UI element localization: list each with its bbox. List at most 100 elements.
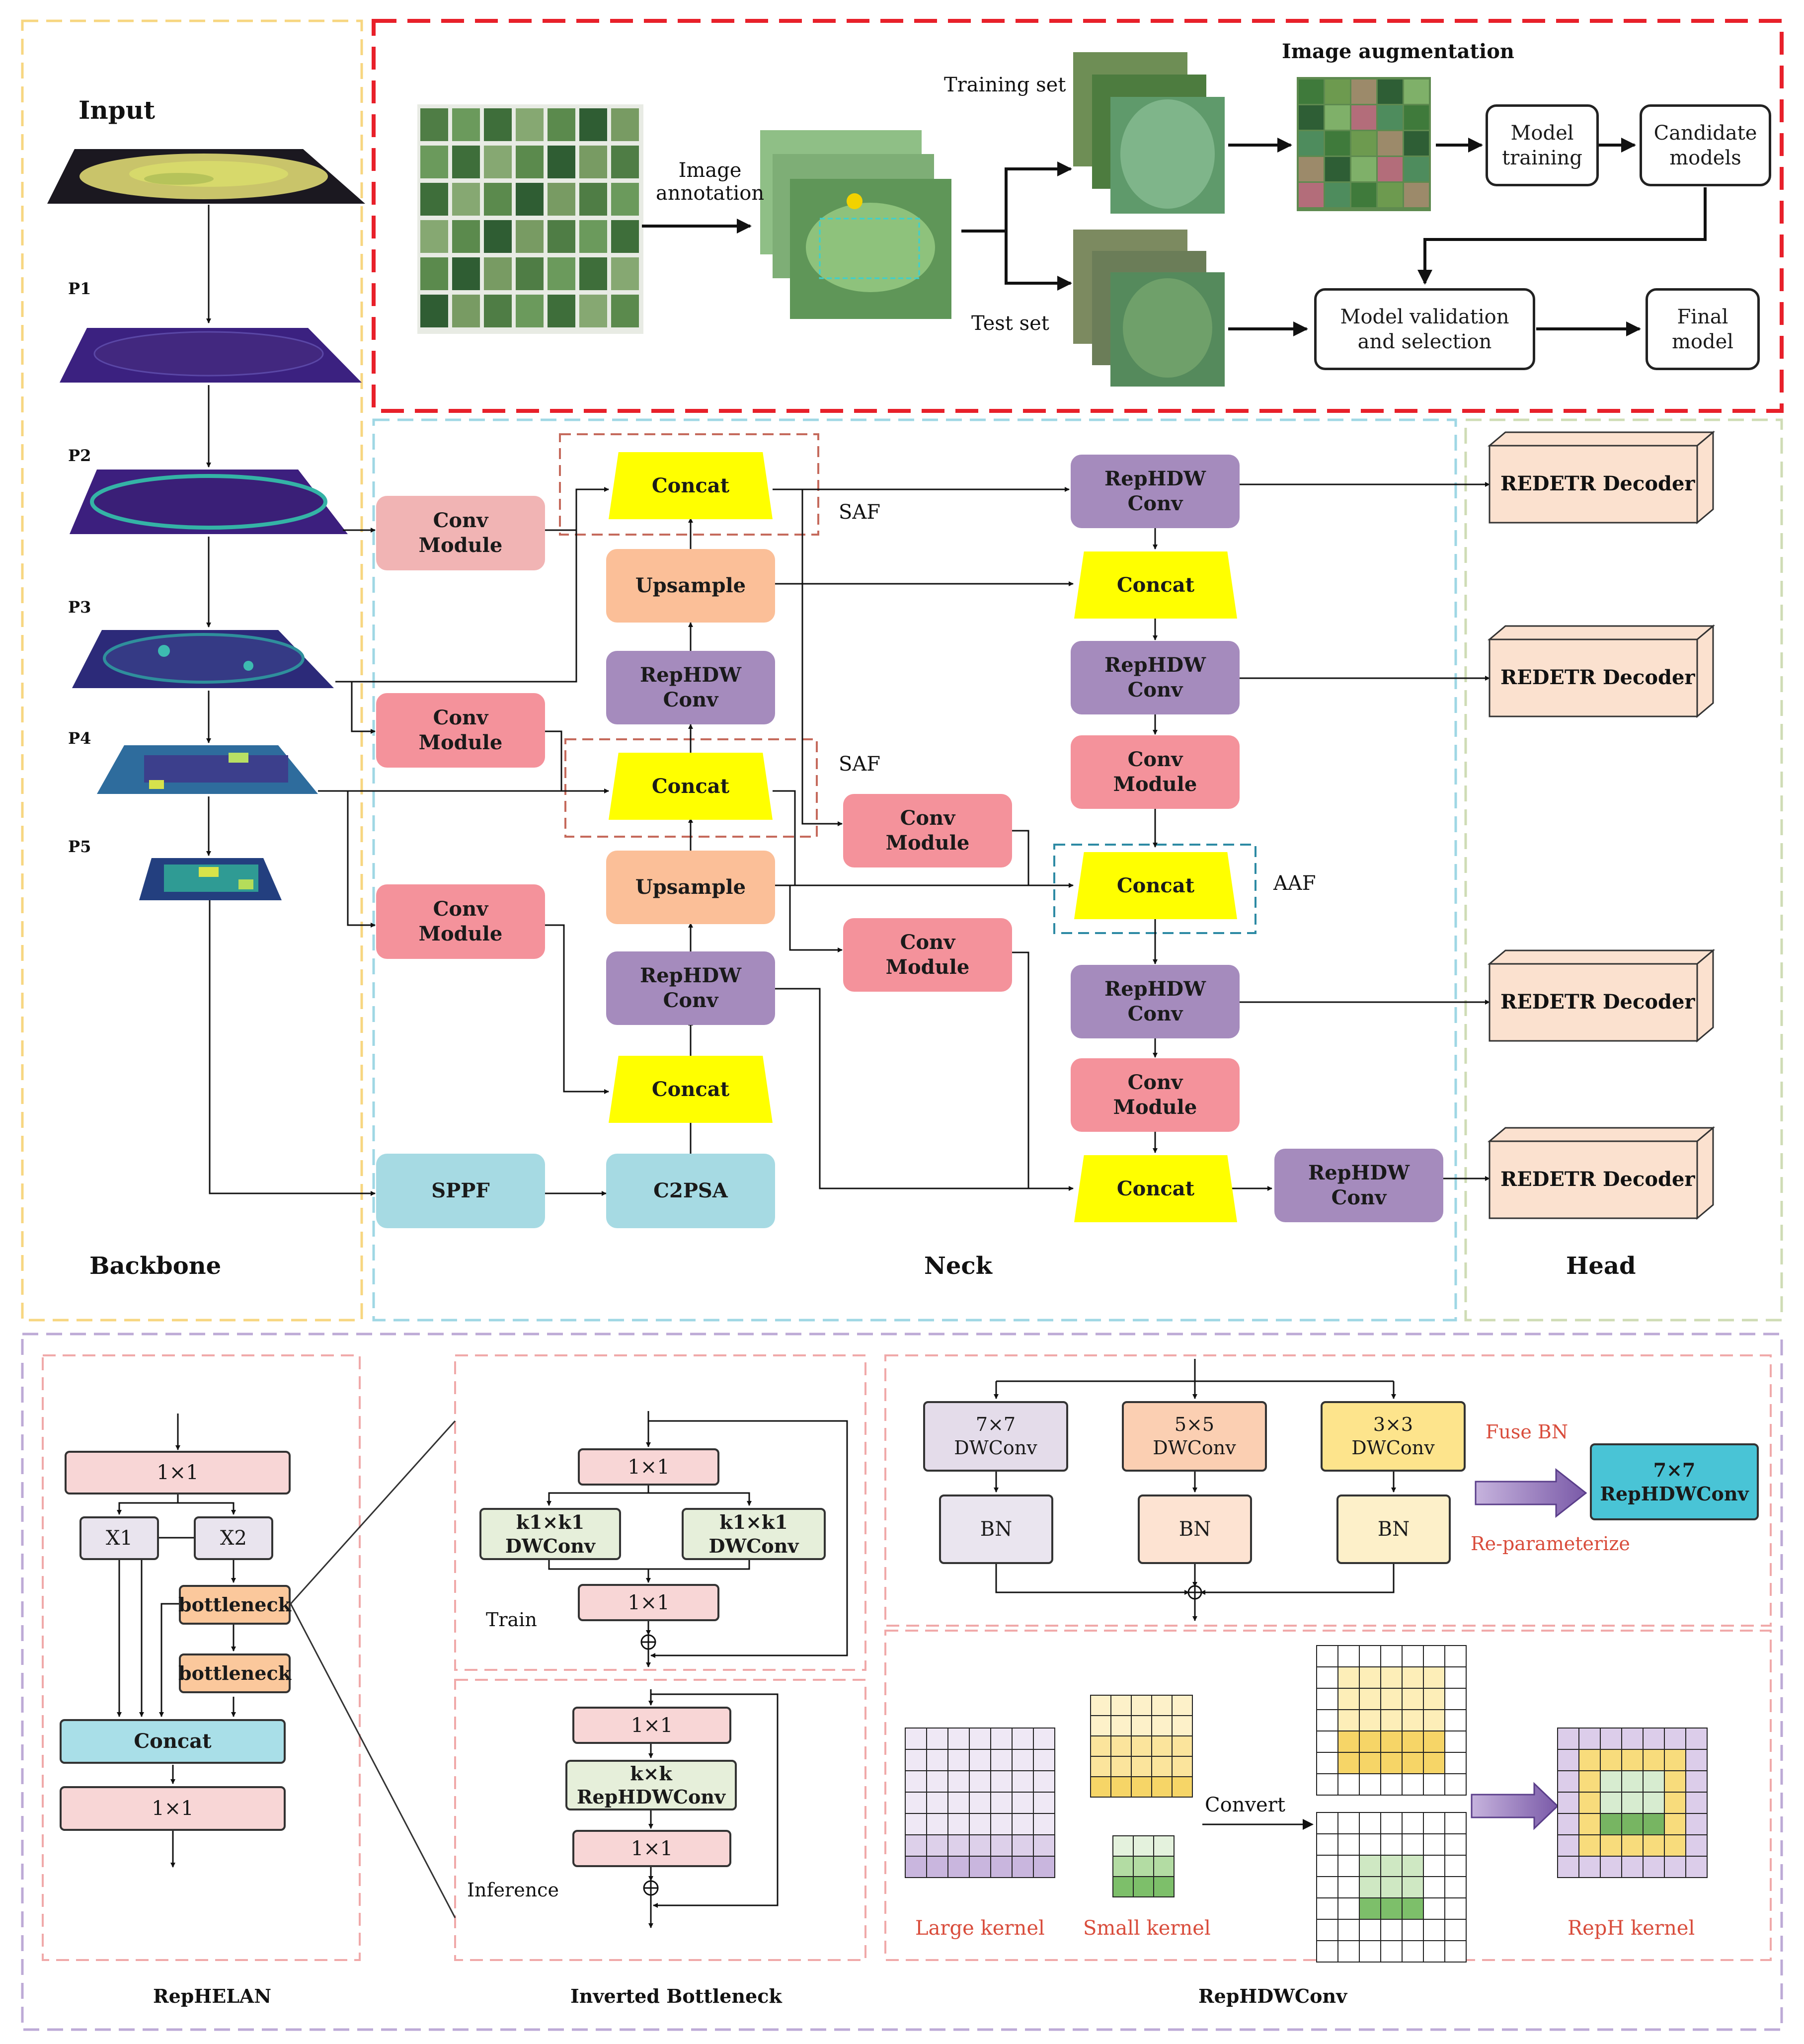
medium-kernel-cell bbox=[1151, 1735, 1173, 1757]
converted-medium-cell bbox=[1337, 1645, 1360, 1667]
ib-train-1x1-top: 1×1 bbox=[578, 1448, 719, 1486]
converted-small-cell bbox=[1337, 1897, 1360, 1920]
medium-kernel-cell bbox=[1110, 1715, 1132, 1736]
reph-kernel-cell bbox=[1664, 1792, 1686, 1814]
image-annotation-label: Image annotation bbox=[656, 159, 765, 205]
medium-kernel-cell bbox=[1131, 1756, 1152, 1777]
p1-plate bbox=[60, 328, 362, 383]
reph-kernel-cell bbox=[1621, 1749, 1644, 1771]
conv-module-mid-2: Conv Module bbox=[843, 918, 1012, 992]
dataset-thumbnail bbox=[611, 257, 639, 290]
decoder-box-4 bbox=[1487, 1126, 1716, 1220]
augmentation-thumbnail bbox=[1404, 79, 1429, 104]
reph-kernel-cell bbox=[1600, 1770, 1622, 1793]
dataset-thumbnail bbox=[579, 295, 607, 327]
large-kernel-cell bbox=[926, 1792, 948, 1814]
dataset-thumbnail bbox=[420, 108, 448, 141]
reph-kernel-cell bbox=[1621, 1770, 1644, 1793]
reph-kernel-cell bbox=[1643, 1792, 1665, 1814]
rephelan-caption: RepHELAN bbox=[153, 1985, 272, 2007]
converted-medium-cell bbox=[1444, 1709, 1467, 1731]
reph-kernel-cell bbox=[1621, 1813, 1644, 1835]
converted-small-cell bbox=[1444, 1833, 1467, 1856]
decoder-label-1: REDETR Decoder bbox=[1500, 472, 1695, 495]
dataset-thumbnail bbox=[548, 220, 575, 253]
converted-medium-cell bbox=[1444, 1752, 1467, 1774]
converted-small-cell bbox=[1423, 1855, 1445, 1877]
inference-label: Inference bbox=[467, 1879, 559, 1901]
converted-medium-cell bbox=[1423, 1688, 1445, 1710]
saf-frame-1 bbox=[559, 433, 819, 536]
converted-small-cell bbox=[1337, 1855, 1360, 1877]
reph-kernel-cell bbox=[1664, 1813, 1686, 1835]
head-title: Head bbox=[1566, 1252, 1636, 1280]
dataset-thumbnail bbox=[548, 108, 575, 141]
large-kernel-cell bbox=[926, 1813, 948, 1835]
converted-small-cell bbox=[1444, 1940, 1467, 1963]
large-kernel-cell bbox=[990, 1749, 1013, 1771]
converted-small-cell bbox=[1402, 1812, 1424, 1834]
augmentation-thumbnail bbox=[1351, 131, 1376, 156]
converted-medium-cell bbox=[1316, 1688, 1338, 1710]
bottleneck-2: bottleneck bbox=[178, 1653, 291, 1693]
converted-small-cell bbox=[1359, 1897, 1381, 1920]
reph-kernel-cell bbox=[1578, 1749, 1601, 1771]
converted-medium-cell bbox=[1444, 1730, 1467, 1753]
converted-small-cell bbox=[1380, 1940, 1403, 1963]
reph-kernel-cell bbox=[1578, 1792, 1601, 1814]
converted-small-cell bbox=[1444, 1876, 1467, 1898]
ib-train-dwconv-left: k1×k1 DWConv bbox=[479, 1508, 621, 1560]
dataset-thumbnail bbox=[420, 257, 448, 290]
small-kernel-cell bbox=[1112, 1856, 1134, 1877]
converted-medium-cell bbox=[1423, 1645, 1445, 1667]
reph-kernel-cell bbox=[1600, 1834, 1622, 1857]
rephelan-1x1-top: 1×1 bbox=[65, 1451, 291, 1494]
converted-medium-cell bbox=[1337, 1773, 1360, 1796]
reph-kernel-cell bbox=[1685, 1728, 1708, 1750]
augmentation-thumbnail bbox=[1351, 79, 1376, 104]
dataset-thumbnail bbox=[516, 257, 544, 290]
converted-medium-cell bbox=[1337, 1709, 1360, 1731]
concat-3: Concat bbox=[609, 1056, 773, 1123]
medium-kernel-cell bbox=[1172, 1695, 1193, 1716]
conv-module-p3: Conv Module bbox=[376, 693, 545, 768]
decoder-label-3: REDETR Decoder bbox=[1500, 990, 1695, 1014]
dataset-thumbnail bbox=[420, 220, 448, 253]
rephdw-conv-right-3: RepHDW Conv bbox=[1071, 965, 1240, 1038]
test-set-label: Test set bbox=[971, 312, 1049, 335]
small-kernel-cell bbox=[1153, 1856, 1175, 1877]
converted-medium-cell bbox=[1316, 1730, 1338, 1753]
annotated-image-stack bbox=[760, 130, 951, 319]
medium-kernel-cell bbox=[1090, 1715, 1111, 1736]
reph-kernel-cell bbox=[1664, 1728, 1686, 1750]
medium-kernel-cell bbox=[1151, 1715, 1173, 1736]
large-kernel-cell bbox=[1012, 1728, 1034, 1750]
large-kernel-cell bbox=[947, 1813, 970, 1835]
bottom-frame bbox=[21, 1333, 1783, 2031]
reph-kernel-cell bbox=[1557, 1770, 1579, 1793]
large-kernel-cell bbox=[905, 1770, 927, 1793]
converted-small-cell bbox=[1423, 1897, 1445, 1920]
medium-kernel-cell bbox=[1172, 1735, 1193, 1757]
converted-medium-cell bbox=[1402, 1645, 1424, 1667]
reph-kernel-cell bbox=[1600, 1813, 1622, 1835]
large-kernel-cell bbox=[1012, 1749, 1034, 1771]
dataset-thumbnail bbox=[420, 295, 448, 327]
converted-small-cell bbox=[1337, 1919, 1360, 1941]
dataset-thumbnail bbox=[484, 295, 512, 327]
large-kernel-cell bbox=[905, 1813, 927, 1835]
converted-small-cell bbox=[1423, 1940, 1445, 1963]
converted-medium-cell bbox=[1359, 1709, 1381, 1731]
reph-kernel-cell bbox=[1643, 1728, 1665, 1750]
neck-frame bbox=[372, 418, 1457, 1322]
dataset-thumbnail bbox=[611, 220, 639, 253]
converted-medium-cell bbox=[1359, 1752, 1381, 1774]
neck-title: Neck bbox=[924, 1252, 992, 1280]
dataset-thumbnail bbox=[548, 146, 575, 178]
medium-kernel-cell bbox=[1110, 1735, 1132, 1757]
converted-small-cell bbox=[1316, 1876, 1338, 1898]
large-kernel-cell bbox=[905, 1749, 927, 1771]
augmentation-thumbnail bbox=[1325, 157, 1350, 181]
p2-plate bbox=[70, 470, 348, 534]
augmentation-thumbnail bbox=[1378, 79, 1403, 104]
